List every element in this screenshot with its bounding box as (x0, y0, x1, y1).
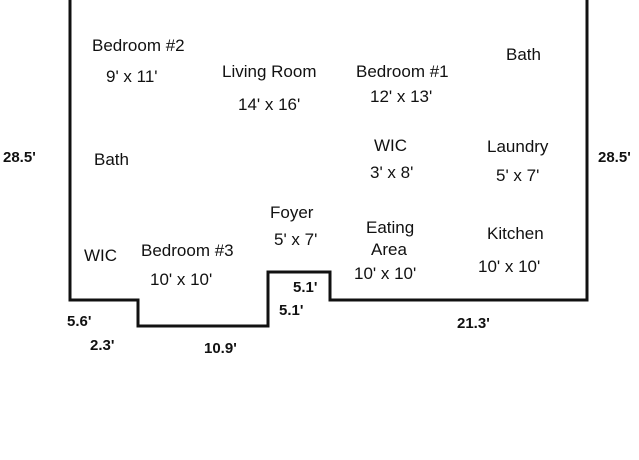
room-name-wic-center: WIC (374, 136, 407, 155)
room-size-eating-area: 10' x 10' (354, 264, 416, 283)
dimension-bottom-right: 21.3' (457, 315, 490, 332)
dimension-right-height: 28.5' (598, 149, 631, 166)
room-size-wic-center: 3' x 8' (370, 163, 413, 182)
dimension-bottom-left: 10.9' (204, 340, 237, 357)
room-name-living-room: Living Room (222, 62, 317, 81)
room-name-bedroom2: Bedroom #2 (92, 36, 185, 55)
dimension-left-notch-depth: 2.3' (90, 337, 114, 354)
room-size-laundry: 5' x 7' (496, 166, 539, 185)
room-name-eating-area-line2: Area (371, 240, 407, 259)
room-name-bedroom3: Bedroom #3 (141, 241, 234, 260)
room-size-foyer: 5' x 7' (274, 230, 317, 249)
dimension-foyer-notch-top: 5.1' (293, 279, 317, 296)
room-name-bath-left: Bath (94, 150, 129, 169)
room-size-living-room: 14' x 16' (238, 95, 300, 114)
room-name-eating-area: Eating (366, 218, 414, 237)
dimension-left-height: 28.5' (3, 149, 36, 166)
dimension-left-step: 5.6' (67, 313, 91, 330)
outer-wall (68, 0, 589, 328)
room-name-wic-left: WIC (84, 246, 117, 265)
dimension-foyer-notch-side: 5.1' (279, 302, 303, 319)
room-name-bedroom1: Bedroom #1 (356, 62, 449, 81)
room-name-laundry: Laundry (487, 137, 549, 156)
room-size-bedroom1: 12' x 13' (370, 87, 432, 106)
room-name-foyer: Foyer (270, 203, 314, 222)
room-name-kitchen: Kitchen (487, 224, 544, 243)
room-size-bedroom3: 10' x 10' (150, 270, 212, 289)
room-name-bath-top: Bath (506, 45, 541, 64)
room-size-bedroom2: 9' x 11' (106, 67, 158, 86)
room-size-kitchen: 10' x 10' (478, 257, 540, 276)
